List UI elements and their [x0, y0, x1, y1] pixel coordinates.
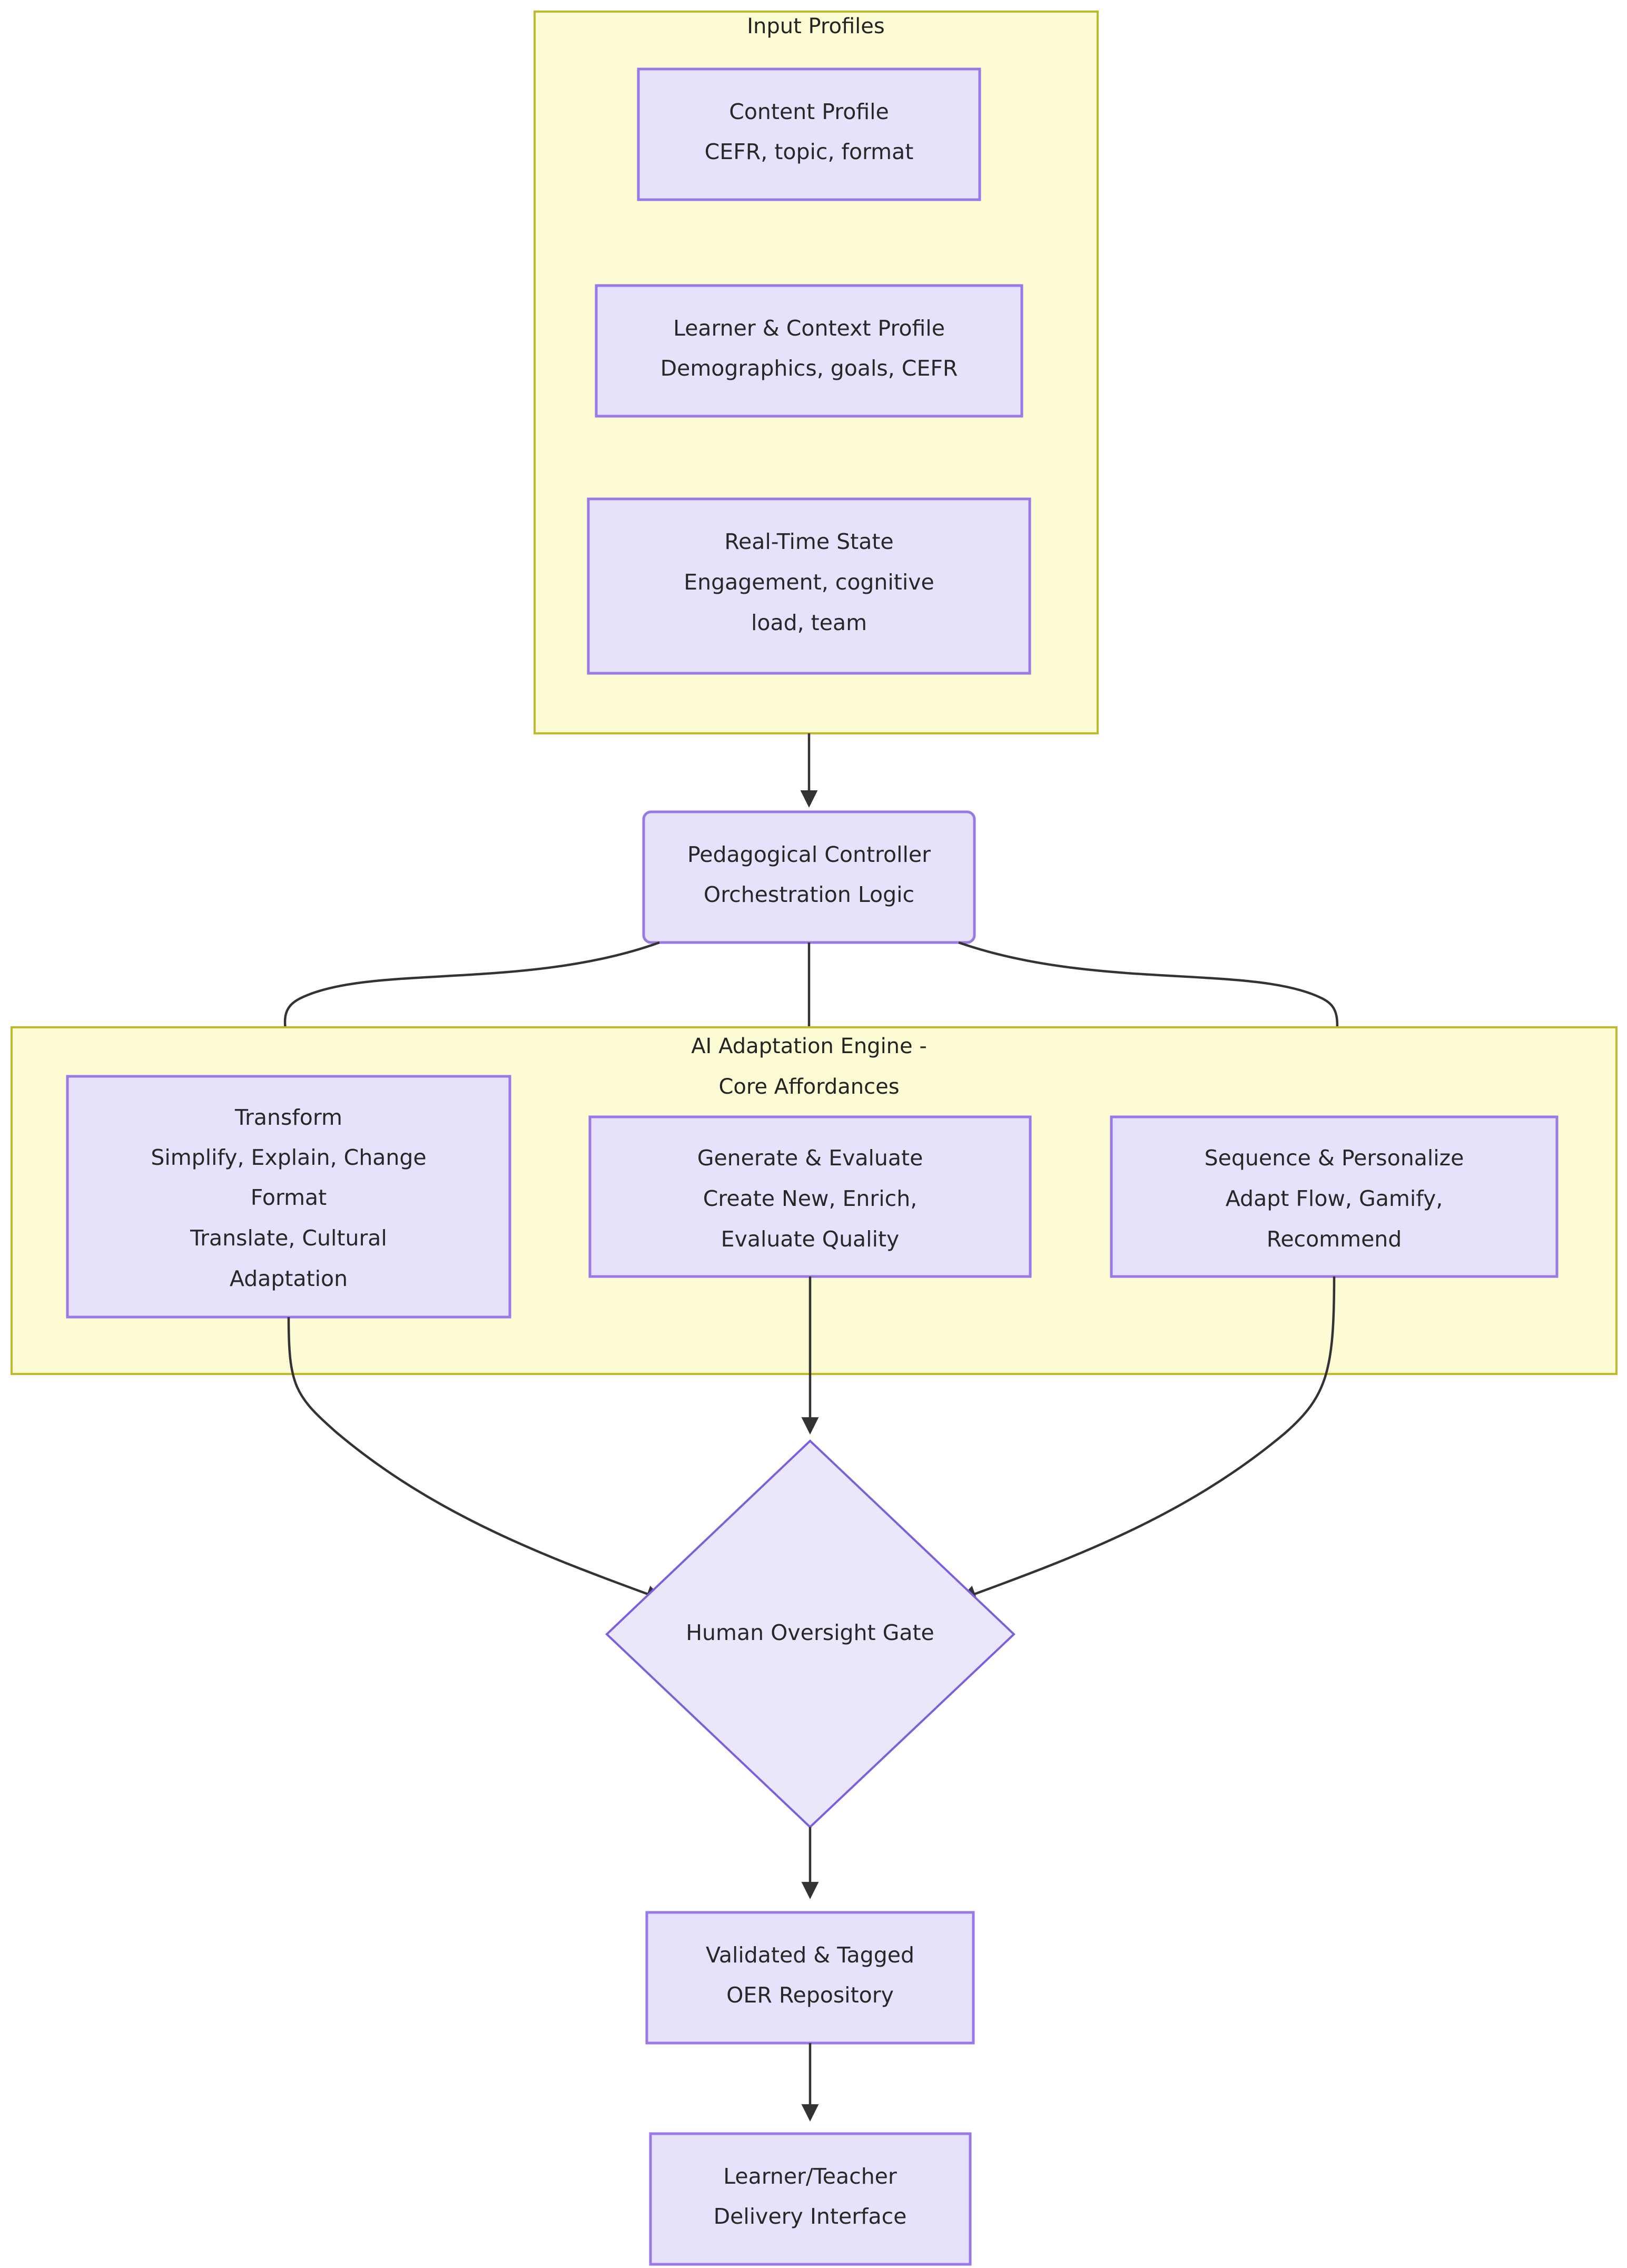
node-generate-evaluate[interactable]: Generate & Evaluate Create New, Enrich, … — [588, 1115, 1032, 1278]
node-human-oversight-gate-label: Human Oversight Gate — [686, 1620, 934, 1645]
node-oer-repository-box[interactable] — [645, 1911, 975, 2045]
node-transform-line-4: Translate, Cultural — [190, 1225, 387, 1251]
node-delivery-interface-line-1: Learner/Teacher — [723, 2164, 897, 2189]
node-generate-evaluate-line-1: Generate & Evaluate — [697, 1145, 923, 1171]
node-real-time-state-line-2: Engagement, cognitive — [684, 570, 934, 595]
node-generate-evaluate-line-2: Create New, Enrich, — [703, 1186, 917, 1211]
node-transform[interactable]: Transform Simplify, Explain, Change Form… — [66, 1075, 511, 1319]
node-sequence-personalize[interactable]: Sequence & Personalize Adapt Flow, Gamif… — [1110, 1115, 1559, 1278]
node-oer-repository-line-2: OER Repository — [726, 1982, 894, 2008]
node-human-oversight-gate[interactable]: Human Oversight Gate — [605, 1439, 1015, 1829]
node-transform-line-3: Format — [251, 1185, 327, 1210]
node-pedagogical-controller-line-2: Orchestration Logic — [704, 882, 914, 907]
cluster-input-profiles-title: Input Profiles — [747, 14, 885, 38]
node-sequence-personalize-line-3: Recommend — [1267, 1226, 1402, 1252]
node-content-profile-line-2: CEFR, topic, format — [705, 139, 914, 164]
node-delivery-interface-box[interactable] — [649, 2132, 972, 2266]
node-sequence-personalize-line-1: Sequence & Personalize — [1205, 1145, 1464, 1171]
node-real-time-state-line-3: load, team — [751, 610, 867, 635]
node-pedagogical-controller[interactable]: Pedagogical Controller Orchestration Log… — [642, 810, 976, 944]
node-content-profile-line-1: Content Profile — [729, 99, 889, 124]
node-learner-context-profile[interactable]: Learner & Context Profile Demographics, … — [595, 284, 1023, 418]
node-delivery-interface[interactable]: Learner/Teacher Delivery Interface — [649, 2132, 972, 2266]
node-transform-line-2: Simplify, Explain, Change — [151, 1145, 426, 1170]
node-real-time-state[interactable]: Real-Time State Engagement, cognitive lo… — [587, 497, 1031, 675]
node-learner-context-profile-line-1: Learner & Context Profile — [673, 316, 945, 341]
cluster-ai-adaptation-engine-title-line-1: AI Adaptation Engine - — [691, 1034, 927, 1058]
edge-sequence-to-gate — [959, 1276, 1336, 1602]
node-learner-context-profile-box[interactable] — [595, 284, 1023, 418]
node-real-time-state-box[interactable] — [587, 497, 1031, 675]
node-oer-repository-line-1: Validated & Tagged — [706, 1942, 914, 1968]
node-transform-line-5: Adaptation — [230, 1266, 348, 1291]
node-oer-repository[interactable]: Validated & Tagged OER Repository — [645, 1911, 975, 2045]
node-content-profile-box[interactable] — [637, 67, 981, 201]
node-real-time-state-line-1: Real-Time State — [724, 529, 893, 554]
node-generate-evaluate-line-3: Evaluate Quality — [721, 1226, 900, 1252]
node-pedagogical-controller-line-1: Pedagogical Controller — [687, 842, 931, 867]
node-learner-context-profile-line-2: Demographics, goals, CEFR — [660, 356, 958, 381]
node-transform-line-1: Transform — [234, 1105, 342, 1130]
cluster-ai-adaptation-engine-title-line-2: Core Affordances — [718, 1075, 899, 1099]
node-content-profile[interactable]: Content Profile CEFR, topic, format — [637, 67, 981, 201]
node-sequence-personalize-line-2: Adapt Flow, Gamify, — [1226, 1186, 1443, 1211]
edge-transform-to-gate — [287, 1317, 664, 1602]
node-pedagogical-controller-box[interactable] — [642, 810, 976, 944]
node-generate-evaluate-box[interactable] — [588, 1115, 1032, 1278]
node-delivery-interface-line-2: Delivery Interface — [714, 2204, 907, 2229]
